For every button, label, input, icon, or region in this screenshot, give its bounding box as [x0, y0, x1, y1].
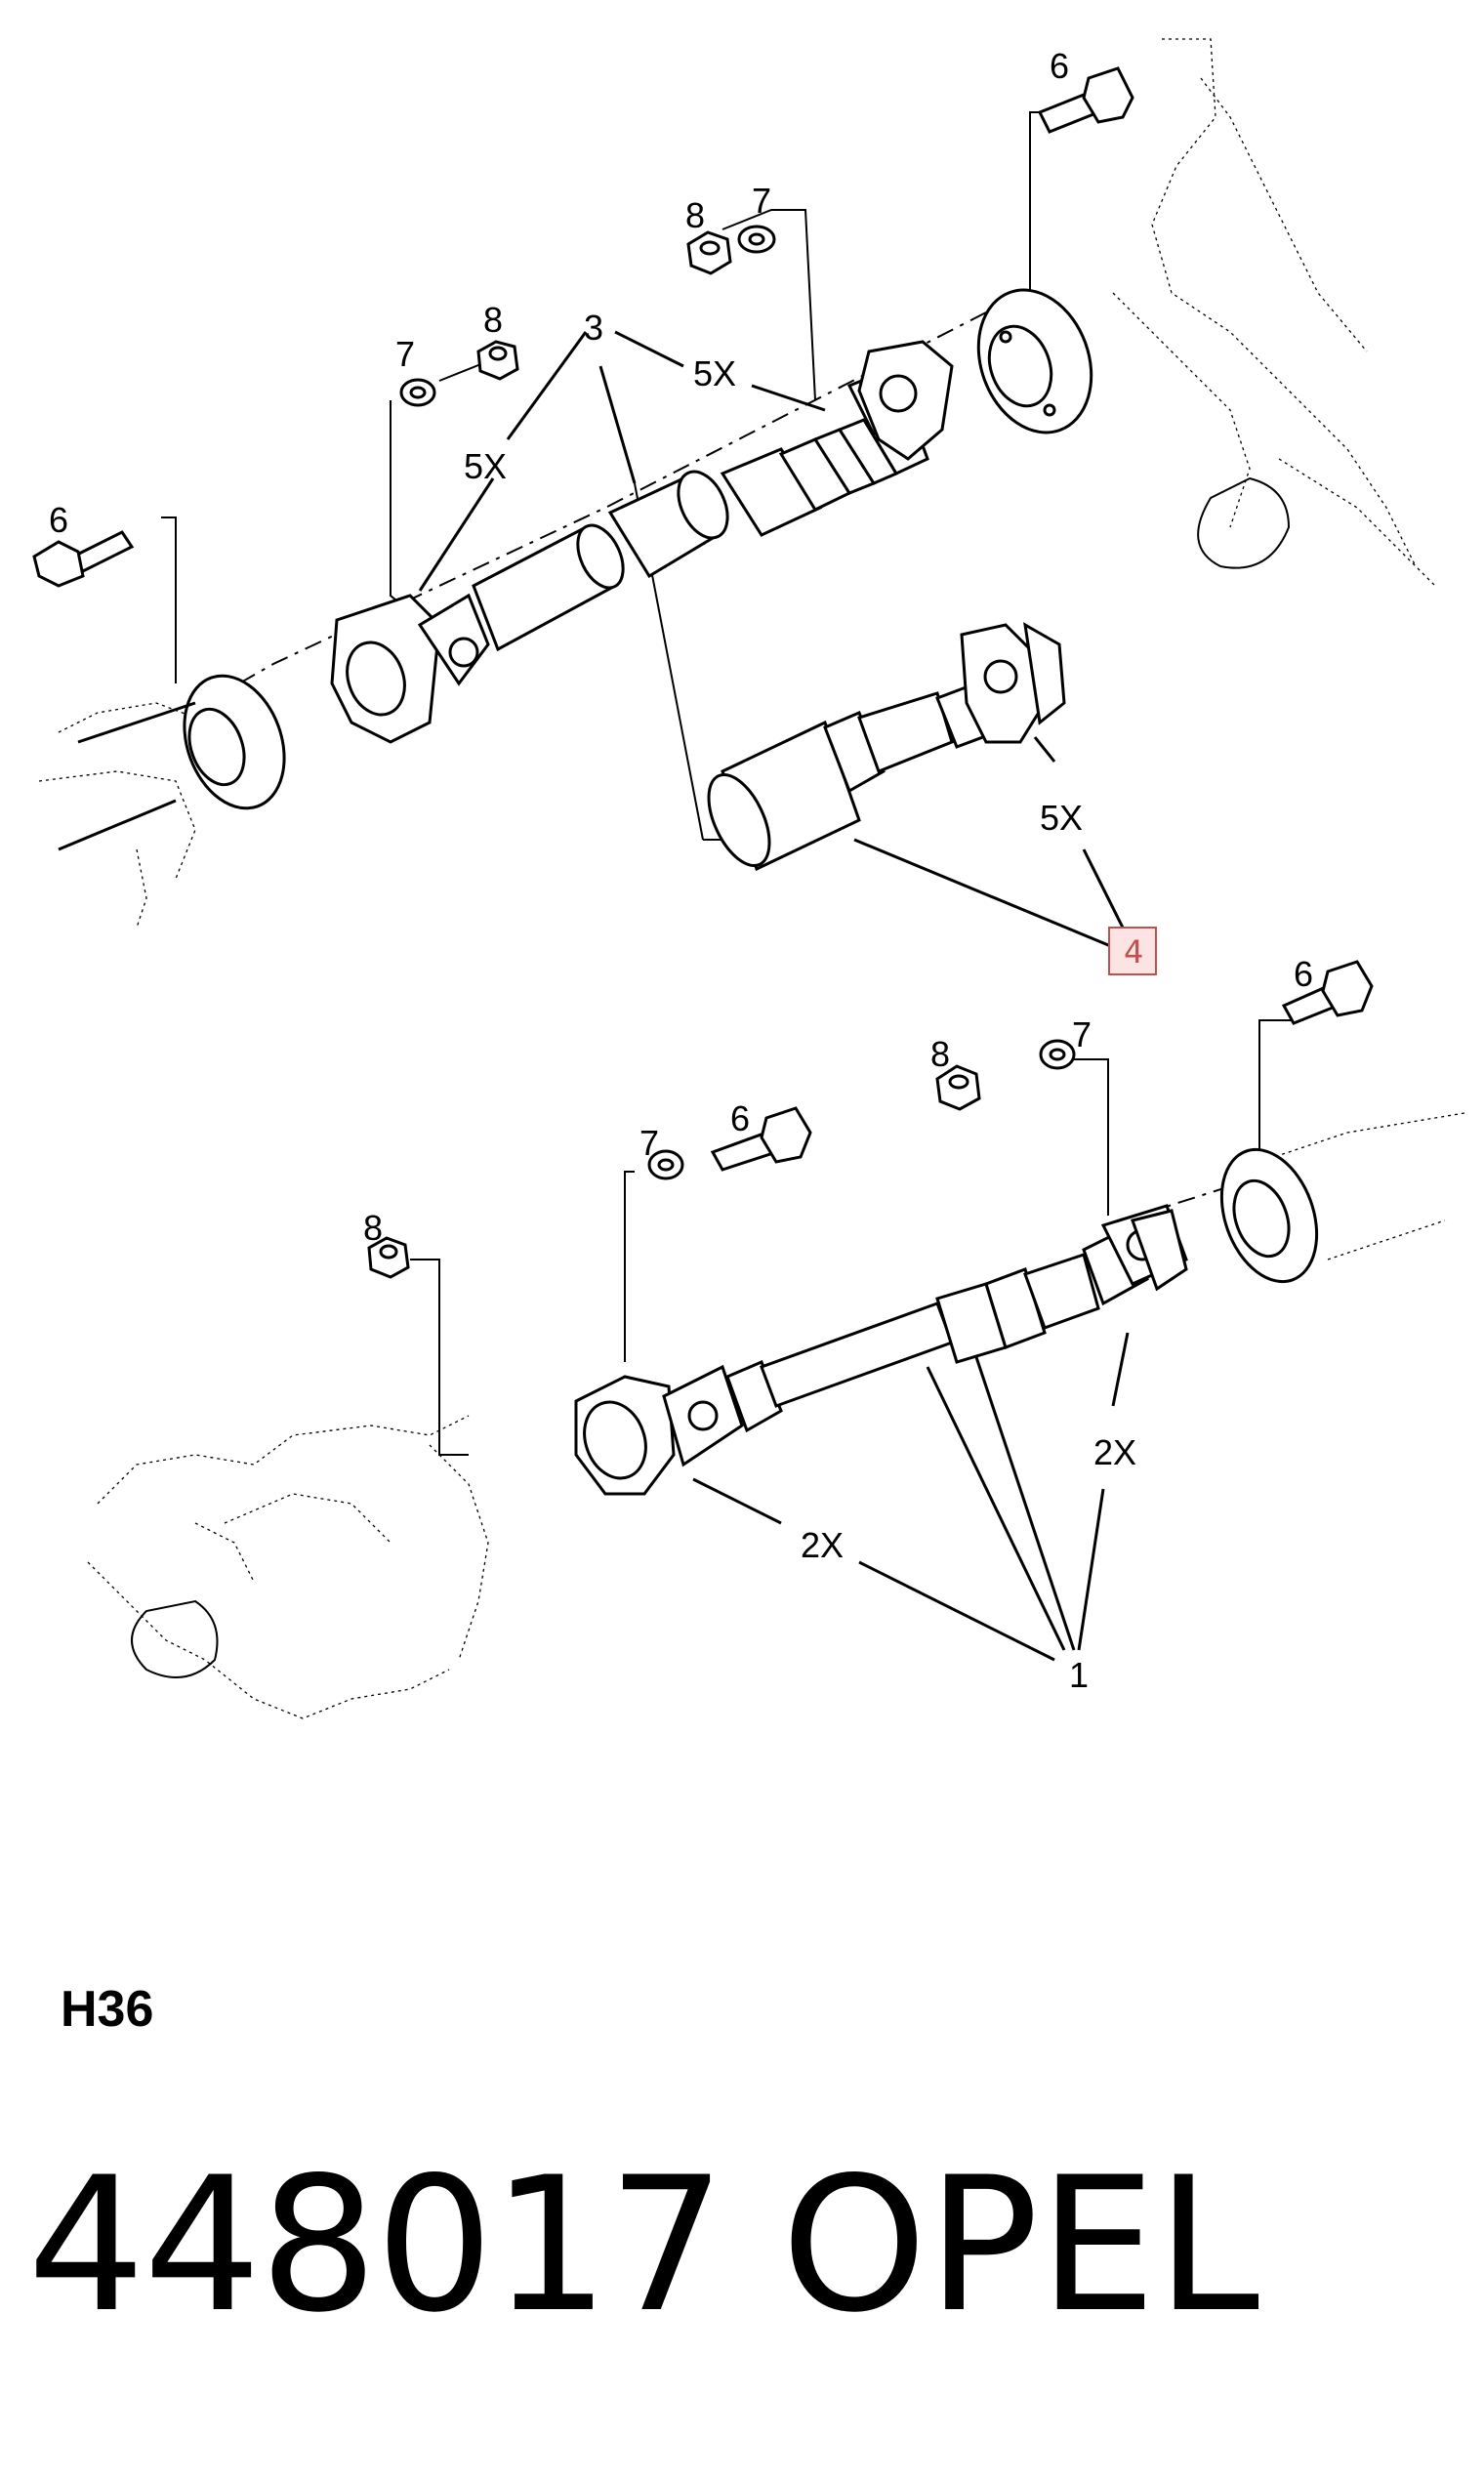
- svg-text:4: 4: [1124, 933, 1143, 971]
- callout-1: 1: [1069, 1655, 1089, 1695]
- quantity-5x-b: 5X: [464, 446, 507, 486]
- callout-3: 3: [584, 308, 603, 348]
- leader-lines: [161, 111, 1303, 1662]
- replacement-coupling-inset: [707, 622, 1066, 872]
- part-number: 448017: [27, 2137, 725, 2353]
- callout-7-mid: 7: [1072, 1014, 1092, 1054]
- callout-8-upper-left: 8: [483, 300, 503, 340]
- callout-7-lower: 7: [639, 1123, 659, 1163]
- spline-rings: [778, 418, 899, 512]
- group-code: H36: [61, 1981, 154, 2038]
- quantity-5x-c: 5X: [1040, 798, 1083, 838]
- bolt-part-6-lower: [710, 1106, 812, 1172]
- quantity-2x-right: 2X: [1093, 1432, 1136, 1472]
- callout-7-upper-left: 7: [395, 334, 415, 374]
- callout-7-top: 7: [752, 181, 771, 221]
- callout-8-mid: 8: [930, 1034, 950, 1074]
- hardware: [32, 66, 1374, 1279]
- callout-6-left: 6: [49, 500, 68, 540]
- bolt-part-6-left: [32, 530, 135, 588]
- callout-6-top-right: 6: [1050, 46, 1069, 86]
- callout-6-lower: 6: [730, 1098, 750, 1138]
- callout-6-mid-right: 6: [1294, 954, 1313, 994]
- bolt-part-6-mid-right: [1281, 960, 1374, 1025]
- callout-8-lower: 8: [363, 1208, 383, 1248]
- callout-8-top: 8: [685, 195, 705, 235]
- upper-drive-shaft-assembly: [58, 288, 1093, 851]
- lower-drive-shaft-assembly: [574, 1147, 1319, 1496]
- quantity-5x-a: 5X: [693, 353, 736, 393]
- background-housing-sketches: [38, 38, 1465, 1719]
- callout-labels: 6 8 7 3 7 8 5X 5X 6 5X 4 6 8 7 7 6 8 2X …: [49, 46, 1313, 1695]
- callout-4-highlight: 4: [1108, 927, 1157, 975]
- bolt-part-6-top-right: [1037, 66, 1134, 134]
- quantity-2x-left: 2X: [801, 1525, 844, 1565]
- brand-name: OPEL: [781, 2137, 1260, 2353]
